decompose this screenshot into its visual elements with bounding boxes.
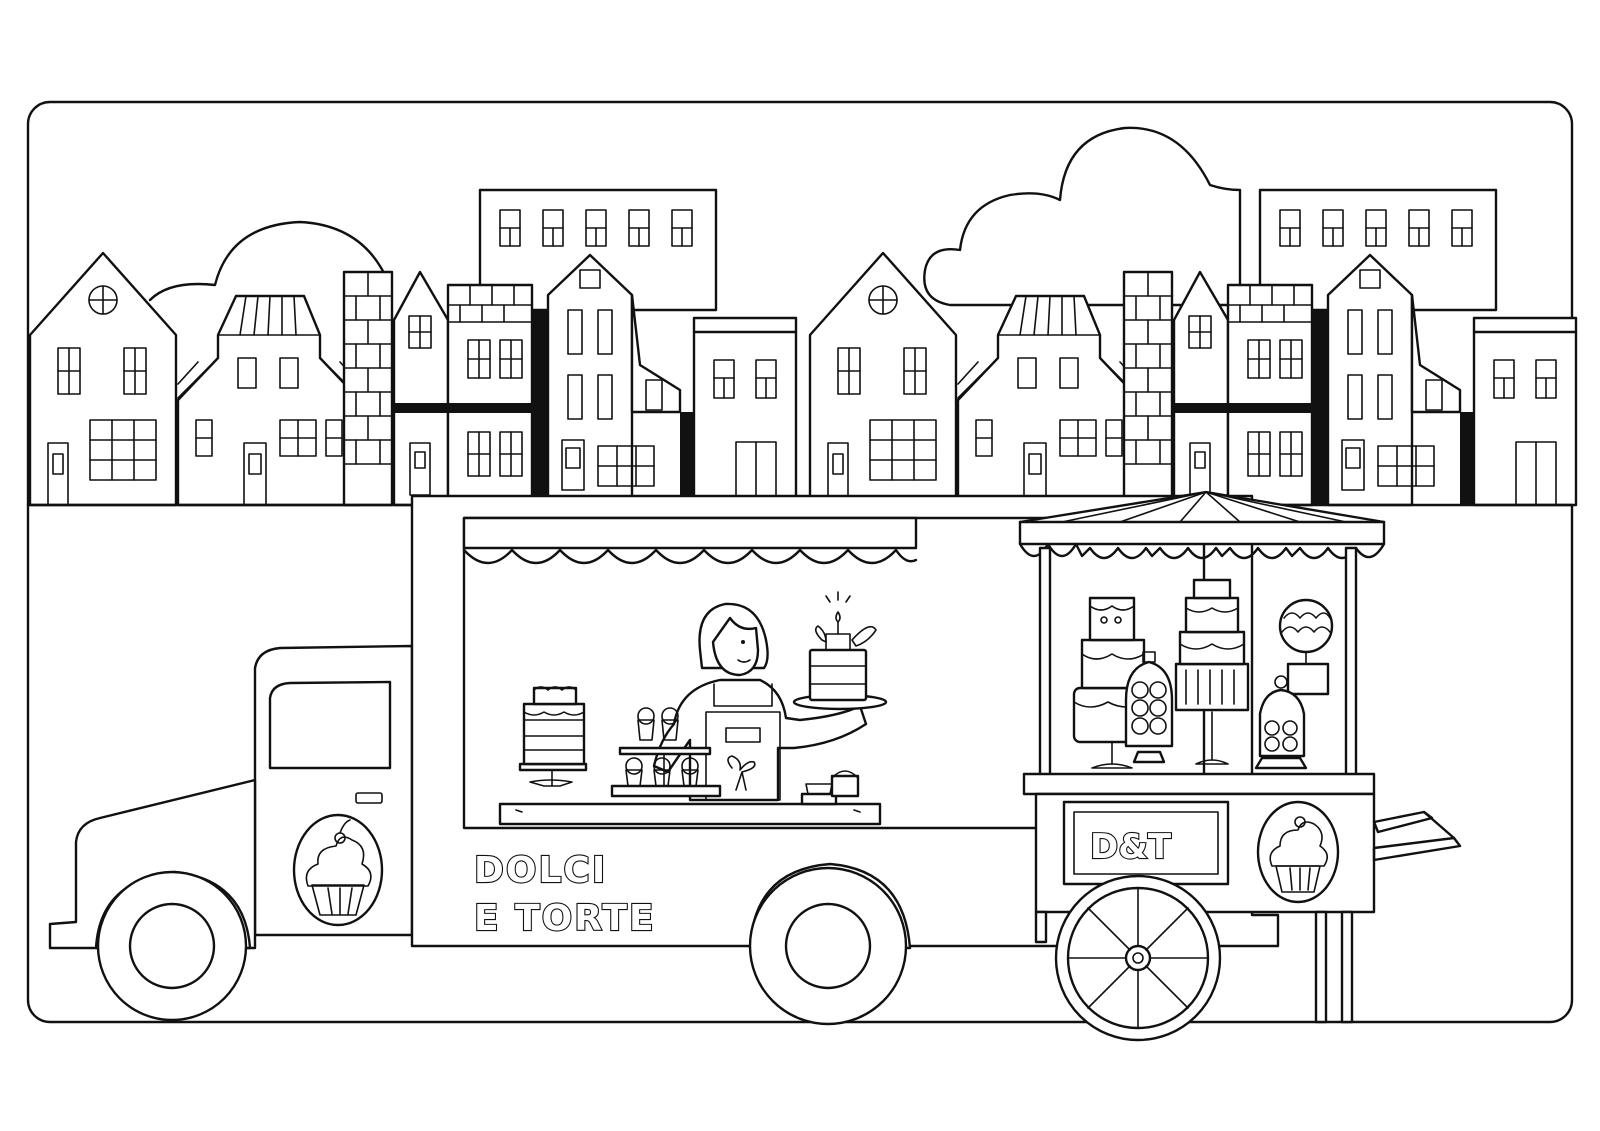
- counter: [498, 802, 882, 826]
- cart-sign-panel: [1062, 800, 1230, 886]
- street-block-1: [28, 251, 798, 507]
- truck-cab: [253, 644, 414, 937]
- cart-tiered-cake-center: [1174, 578, 1250, 765]
- cupcake-emblem-cab: [292, 813, 384, 927]
- cupcake-emblem-cart: [1256, 800, 1340, 904]
- cart-macaron-jar: [1124, 651, 1174, 764]
- cart-candy-jar: [1254, 675, 1308, 770]
- cart-shelf: [1022, 772, 1376, 796]
- cab-window: [268, 680, 392, 770]
- page-frame: [26, 100, 1574, 1024]
- layer-cake-left: [518, 686, 588, 787]
- cart-sign: D&T: [1090, 827, 1172, 867]
- baker: [652, 602, 868, 802]
- awning: [462, 516, 918, 550]
- cart-tiered-cake-left: [1072, 596, 1150, 769]
- wheel-front: [94, 870, 252, 1022]
- cart-handle: [1372, 810, 1462, 862]
- cupcake-stand: [610, 707, 722, 798]
- counter-cupcakes: [800, 770, 860, 806]
- cloud-left: [148, 220, 387, 302]
- cart-wheel: [1054, 874, 1222, 1042]
- rear-building-windows-right: [1279, 209, 1473, 247]
- rear-building-windows-left: [499, 209, 693, 247]
- truck-sign-line1: DOLCI: [474, 850, 607, 891]
- birthday-cake: [792, 591, 888, 711]
- cloud-right: [923, 126, 1242, 307]
- cart-lollipop: [1278, 598, 1334, 696]
- cart-canopy: [1018, 490, 1386, 546]
- dessert-cart: D&T: [1018, 490, 1462, 1042]
- wheel-rear: [748, 862, 912, 1026]
- truck-sign-line2: E TORTE: [474, 898, 656, 939]
- city-skyline: [26, 126, 1578, 507]
- door-handle: [355, 792, 383, 804]
